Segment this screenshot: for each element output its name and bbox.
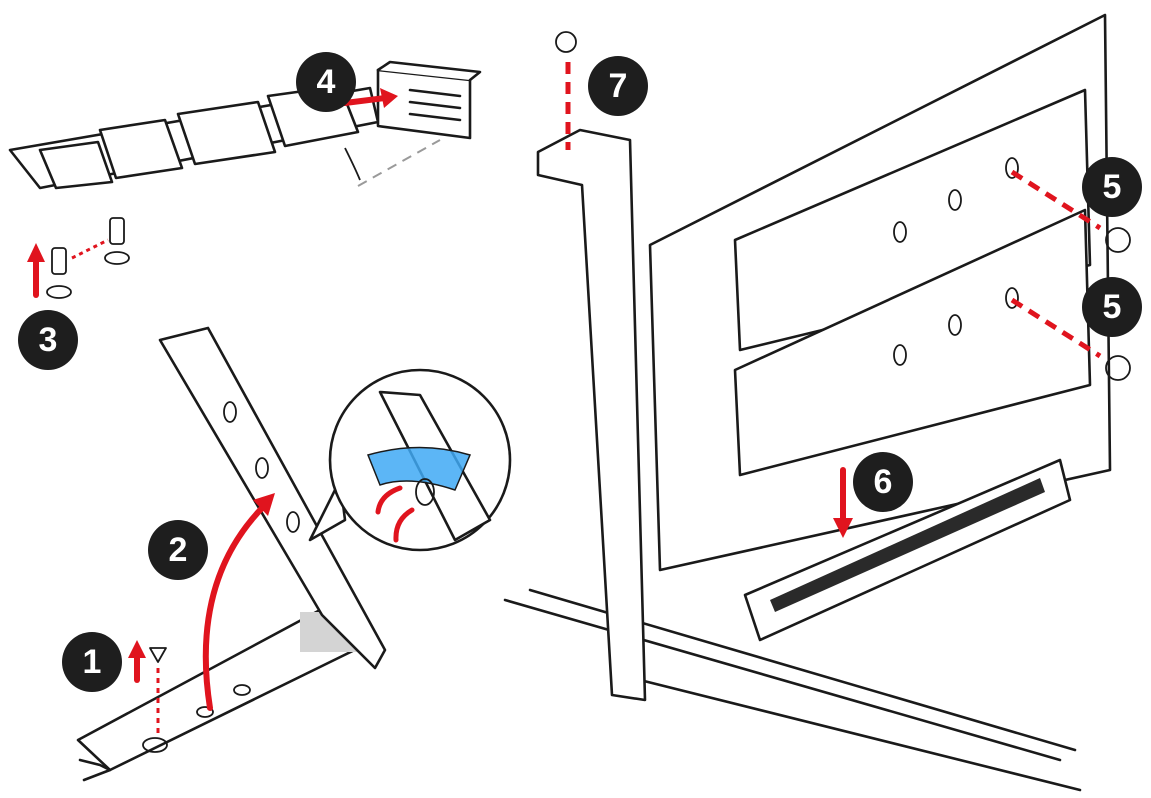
m2-slot-cards — [733, 88, 1092, 477]
step-number: 1 — [83, 643, 102, 681]
pcie-slot — [743, 458, 1072, 642]
screw-line-upper — [1010, 169, 1102, 231]
step-badge-4: 4 — [296, 52, 356, 112]
m2-connector — [376, 60, 482, 140]
step-number: 4 — [317, 63, 336, 101]
step-number: 7 — [609, 67, 628, 105]
screw-up-arrowhead — [128, 640, 146, 658]
step-number: 5 — [1103, 288, 1122, 326]
step-number: 5 — [1103, 168, 1122, 206]
step-badge-5-upper: 5 — [1082, 157, 1142, 217]
insert-arrowhead — [380, 88, 398, 108]
screw-small — [149, 647, 167, 663]
step-number: 3 — [39, 321, 58, 359]
standoff-up-arrowhead — [27, 243, 45, 262]
step-number: 6 — [874, 463, 893, 501]
standoff-move-line — [71, 238, 109, 260]
zoom-callout — [308, 368, 512, 552]
bracket-screw — [555, 31, 577, 53]
rotate-arrowhead — [253, 493, 275, 516]
step-badge-1: 1 — [62, 632, 122, 692]
step-badge-2: 2 — [148, 520, 208, 580]
m2-ssd-module — [8, 84, 441, 190]
step-badge-3: 3 — [18, 310, 78, 370]
screw-line-lower — [1010, 297, 1102, 359]
step-badge-6: 6 — [853, 452, 913, 512]
standoff-screws — [46, 217, 130, 299]
pcie-bracket — [536, 128, 647, 702]
step-badge-5-lower: 5 — [1082, 277, 1142, 337]
step-number: 2 — [169, 531, 188, 569]
insert-arrow — [342, 95, 388, 106]
step-badge-7: 7 — [588, 56, 648, 116]
adapter-card-flat — [76, 608, 377, 782]
thumbscrews — [1105, 227, 1131, 381]
rotate-arrow — [202, 502, 268, 711]
insert-down-arrowhead — [833, 518, 853, 538]
